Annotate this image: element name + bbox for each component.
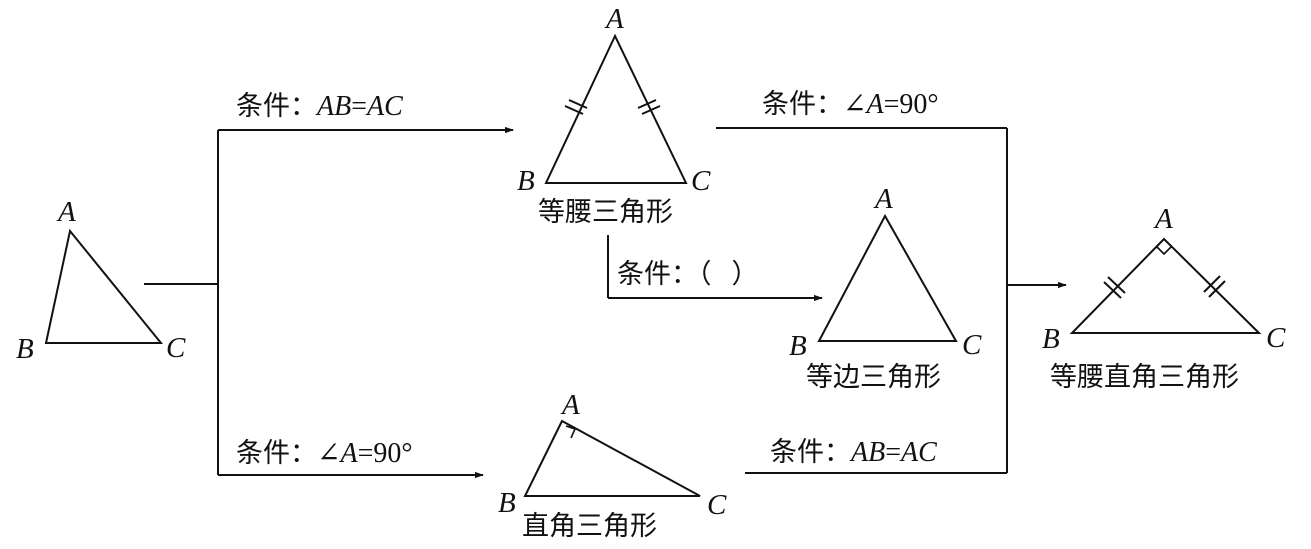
equilateral-vertex-a: A — [873, 183, 893, 215]
branch-connector-left — [144, 126, 514, 479]
right-vertex-b: B — [498, 487, 516, 519]
condition-bottom-left: 条件：∠A=90° — [236, 438, 413, 469]
isosceles-right-vertex-b: B — [1042, 323, 1060, 355]
condition-top-right: 条件：∠A=90° — [762, 89, 939, 120]
right-label: 直角三角形 — [522, 511, 657, 542]
equilateral-triangle-shape — [817, 213, 958, 342]
equal-side-tick — [568, 99, 588, 109]
equal-side-tick — [637, 99, 657, 109]
isosceles-triangle: A B C 等腰三角形 — [517, 3, 711, 228]
equal-side-tick — [1203, 275, 1221, 293]
right-vertex-a: A — [560, 389, 580, 421]
branch-to-equilateral: 条件：（） — [607, 235, 823, 302]
right-triangle: A B C 直角三角形 — [498, 389, 727, 542]
equal-side-tick — [1208, 280, 1226, 298]
equilateral-vertex-b: B — [789, 330, 807, 362]
equilateral-triangle: A B C 等边三角形 — [789, 183, 982, 393]
isosceles-right-triangle: A B C 等腰直角三角形 — [1042, 203, 1286, 393]
equal-side-tick — [1107, 276, 1126, 294]
isosceles-right-vertex-c: C — [1266, 322, 1286, 354]
isosceles-right-label: 等腰直角三角形 — [1050, 362, 1239, 393]
general-triangle-shape — [44, 228, 164, 344]
branch-connector-right — [716, 127, 1067, 474]
equal-side-tick — [564, 105, 584, 115]
right-triangle-shape — [523, 419, 701, 497]
general-triangle: A B C — [16, 196, 186, 365]
condition-middle: 条件：（） — [617, 259, 759, 290]
right-angle-mark — [1156, 246, 1172, 256]
equilateral-label: 等边三角形 — [806, 362, 941, 393]
equal-side-tick — [1103, 281, 1122, 299]
condition-top-left: 条件：AB=AC — [236, 91, 403, 122]
right-angle-mark — [565, 425, 577, 439]
general-vertex-b: B — [16, 333, 34, 365]
isosceles-vertex-b: B — [517, 165, 535, 197]
isosceles-vertex-a: A — [604, 3, 624, 35]
equilateral-vertex-c: C — [962, 329, 982, 361]
isosceles-triangle-shape — [544, 33, 688, 184]
right-vertex-c: C — [707, 489, 727, 521]
equal-side-tick — [641, 105, 661, 115]
condition-bottom-right: 条件：AB=AC — [770, 437, 937, 468]
general-vertex-a: A — [56, 196, 76, 228]
isosceles-right-vertex-a: A — [1153, 203, 1173, 235]
general-vertex-c: C — [166, 332, 186, 364]
isosceles-vertex-c: C — [691, 165, 711, 197]
isosceles-label: 等腰三角形 — [538, 197, 673, 228]
